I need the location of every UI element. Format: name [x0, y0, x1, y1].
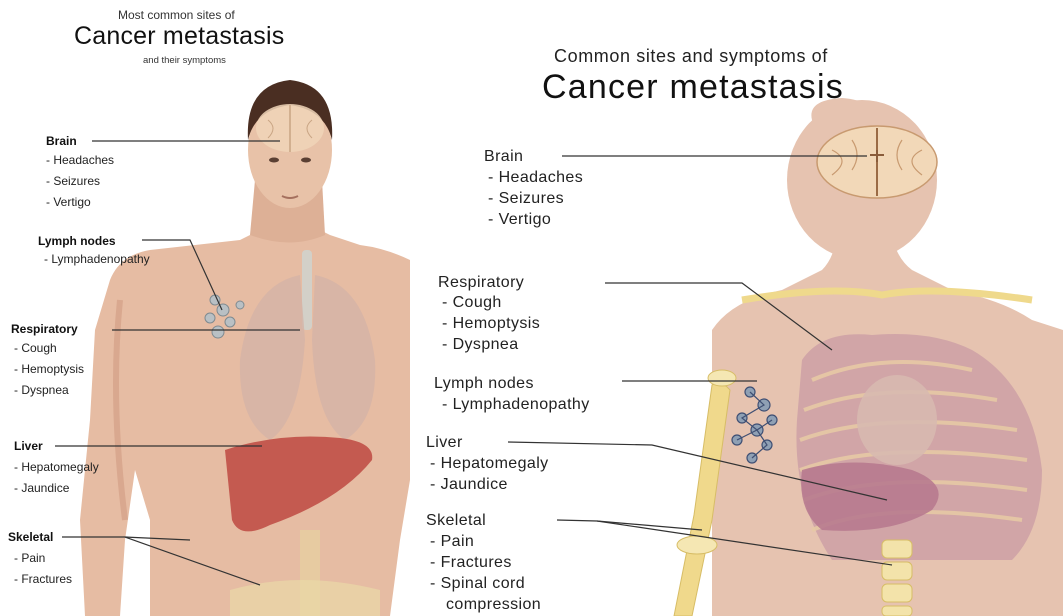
right-symptom: - Lymphadenopathy	[442, 396, 590, 414]
right-site-lymph-nodes: Lymph nodes	[434, 375, 534, 393]
right-symptom: - Dyspnea	[442, 336, 519, 354]
left-pelvis	[230, 580, 380, 616]
right-site-skeletal: Skeletal	[426, 512, 486, 530]
left-symptom: - Fractures	[14, 572, 72, 586]
right-site-brain: Brain	[484, 148, 523, 166]
left-symptom: - Jaundice	[14, 481, 69, 495]
right-heart	[857, 375, 937, 465]
left-symptom: - Dyspnea	[14, 383, 69, 397]
right-heading-line1: Common sites and symptoms of	[554, 46, 828, 67]
left-site-lymph-nodes: Lymph nodes	[38, 234, 116, 248]
left-heading-title: Cancer metastasis	[74, 22, 284, 51]
left-symptom: - Hemoptysis	[14, 362, 84, 376]
left-symptom: - Pain	[14, 551, 45, 565]
right-heading-title: Cancer metastasis	[542, 68, 844, 107]
right-symptom: - Hepatomegaly	[430, 455, 549, 473]
left-site-liver: Liver	[14, 439, 43, 453]
right-symptom: - Fractures	[430, 554, 512, 572]
right-symptom: - Vertigo	[488, 211, 551, 229]
right-symptom: - Seizures	[488, 190, 564, 208]
right-site-respiratory: Respiratory	[438, 274, 524, 292]
right-symptom: compression	[446, 596, 541, 614]
left-illustration-panel: Most common sites of Cancer metastasis a…	[0, 0, 410, 616]
left-site-brain: Brain	[46, 134, 77, 148]
left-heading-line1: Most common sites of	[118, 8, 235, 22]
left-symptom: - Headaches	[46, 153, 114, 167]
left-symptom: - Vertigo	[46, 195, 91, 209]
right-symptom: - Pain	[430, 533, 474, 551]
left-symptom: - Lymphadenopathy	[44, 252, 150, 266]
left-heading-line3: and their symptoms	[143, 55, 226, 66]
left-trachea	[302, 250, 312, 330]
left-body-illustration	[0, 0, 410, 616]
right-symptom: - Cough	[442, 294, 502, 312]
right-symptom: - Hemoptysis	[442, 315, 540, 333]
right-illustration-panel: Common sites and symptoms of Cancer meta…	[412, 0, 1063, 616]
right-site-liver: Liver	[426, 434, 463, 452]
right-brain	[817, 126, 937, 198]
right-symptom: - Headaches	[488, 169, 583, 187]
right-symptom: - Spinal cord	[430, 575, 525, 593]
left-symptom: - Cough	[14, 341, 57, 355]
left-site-respiratory: Respiratory	[11, 322, 78, 336]
left-site-skeletal: Skeletal	[8, 530, 53, 544]
left-symptom: - Seizures	[46, 174, 100, 188]
left-symptom: - Hepatomegaly	[14, 460, 99, 474]
right-symptom: - Jaundice	[430, 476, 508, 494]
